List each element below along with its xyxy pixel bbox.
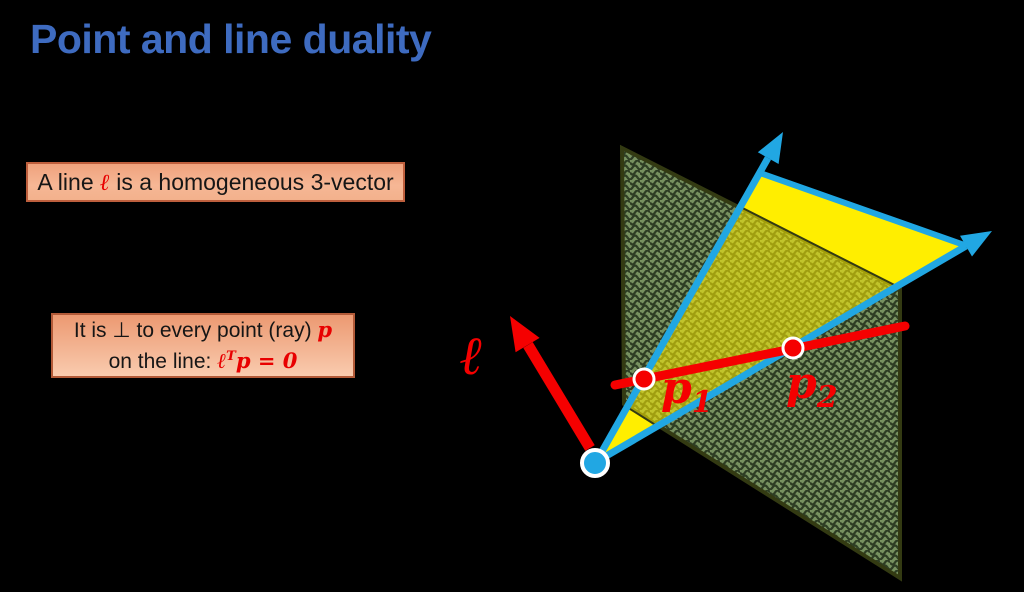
label-p1-subscript: 1 — [692, 385, 713, 420]
callout-perpendicular-property: It is ⊥ to every point (ray) p on the li… — [51, 313, 355, 378]
formula-l: ℓ — [217, 347, 227, 373]
text-line1: It is ⊥ to every point (ray) — [73, 319, 318, 343]
upper-ray-arrowhead-icon — [757, 132, 783, 164]
label-p1: p1 — [661, 363, 713, 420]
page-title: Point and line duality — [30, 16, 432, 62]
normal-vector-arrow — [510, 316, 595, 451]
label-p2-letter: p — [786, 358, 817, 409]
normal-vector-shaft — [523, 342, 595, 451]
callout-line-definition: A line ℓ is a homogeneous 3-vector — [26, 162, 405, 202]
formula-transpose: T — [226, 348, 236, 364]
upper-ray — [592, 156, 772, 464]
formula-lTp: ℓTp = 0 — [217, 348, 297, 373]
callout-line-definition-text: A line ℓ is a homogeneous 3-vector — [37, 169, 393, 196]
line-through-points — [610, 321, 910, 390]
label-p1-letter: p — [661, 363, 692, 414]
label-l: ℓ — [460, 323, 483, 387]
point-symbol: p — [317, 317, 333, 343]
formula-p: p — [235, 347, 251, 373]
lower-ray-arrowhead-icon — [960, 231, 992, 257]
text-line2: on the line: — [108, 349, 218, 373]
point-p1-marker — [632, 367, 656, 391]
text-prefix: A line — [37, 168, 100, 195]
wedge-far-edge — [759, 170, 968, 249]
point-p2-marker — [781, 336, 805, 360]
callout-line-1: It is ⊥ to every point (ray) p — [74, 315, 332, 345]
line-symbol: ℓ — [100, 168, 110, 196]
label-p2: p2 — [786, 358, 838, 415]
label-p2-subscript: 2 — [816, 380, 838, 415]
normal-vector-arrowhead-icon — [510, 316, 540, 353]
camera-center-marker — [580, 448, 610, 478]
ray-group — [592, 132, 992, 466]
text-suffix: is a homogeneous 3-vector — [109, 168, 394, 195]
callout-line-2: on the line: ℓTp = 0 — [109, 346, 298, 376]
formula-equals-zero: = 0 — [250, 347, 298, 373]
